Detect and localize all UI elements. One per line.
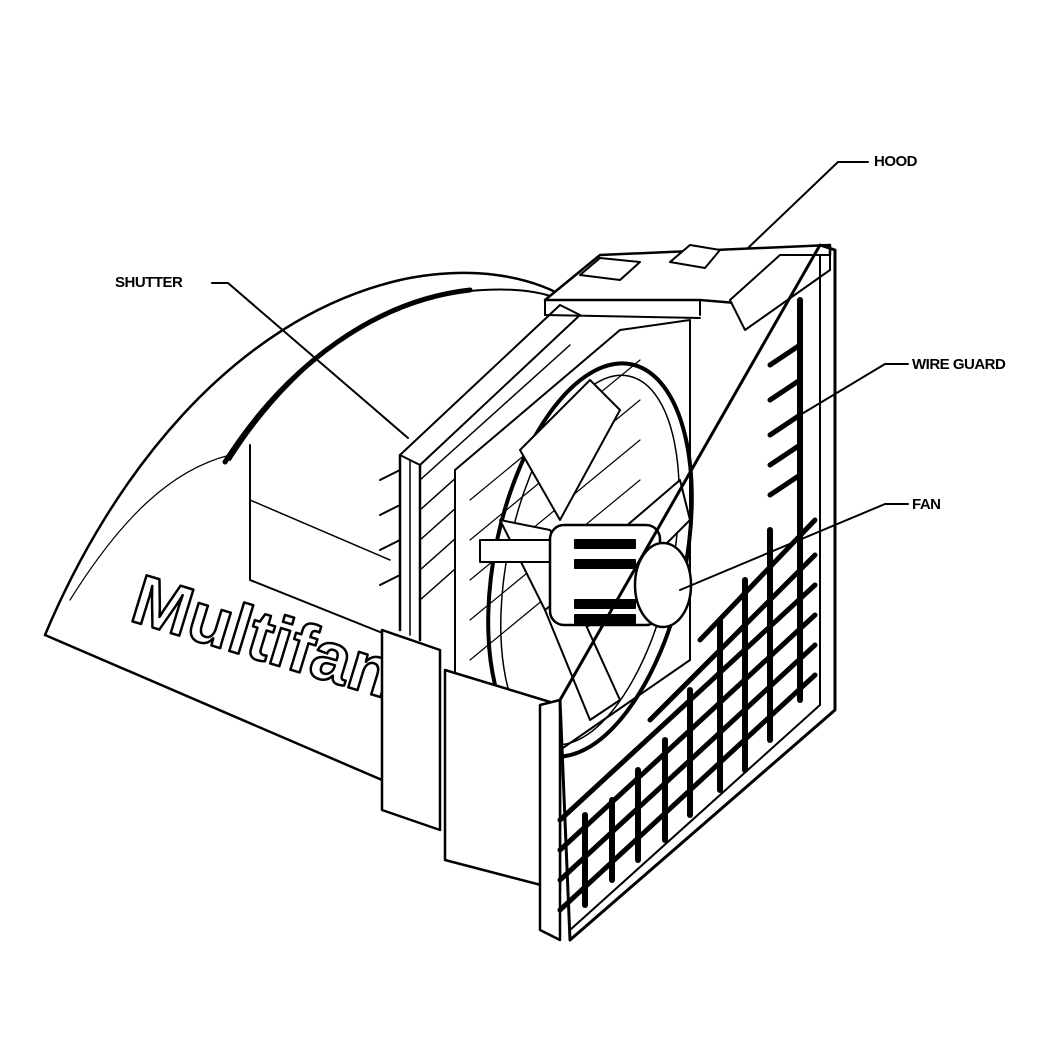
wire-guard-label: WIRE GUARD: [912, 356, 1006, 373]
hood: [543, 243, 832, 331]
fan: [479, 361, 694, 759]
multifan-brand-text: Multifan: [124, 560, 403, 713]
fan-label: FAN: [912, 496, 941, 513]
base-plates: [380, 628, 562, 942]
leader-lines: [211, 161, 909, 591]
wire-guard: [557, 243, 837, 942]
hood-label: HOOD: [874, 153, 918, 170]
shutter-label: SHUTTER: [115, 274, 183, 291]
